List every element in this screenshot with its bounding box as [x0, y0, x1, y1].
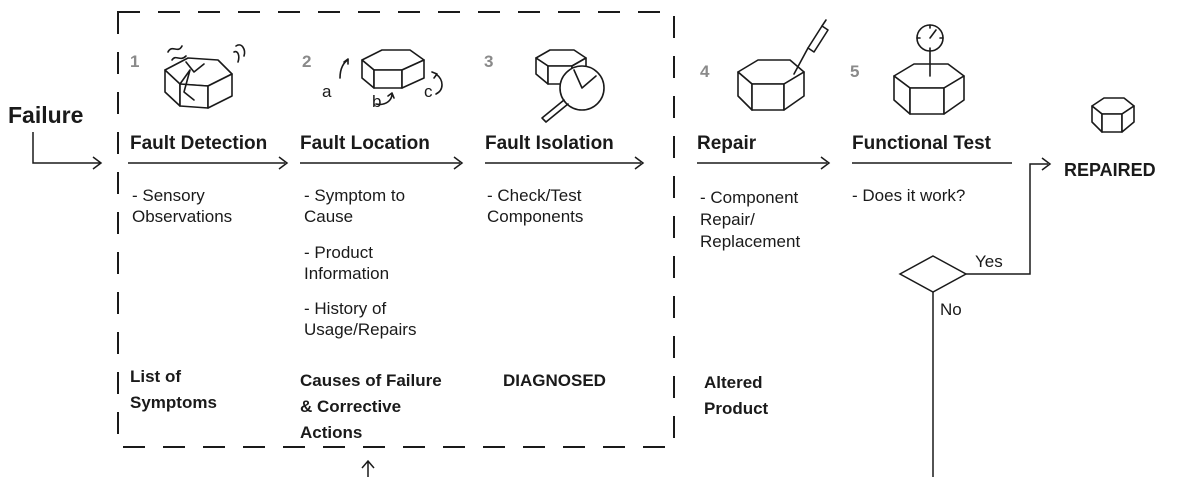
- step-4-detail: - Component: [700, 188, 799, 207]
- step-2-detail: - History of: [304, 299, 387, 318]
- yes-arrowhead: [1041, 157, 1052, 171]
- step-2-detail: - Symptom to: [304, 186, 406, 205]
- step-2-detail: Usage/Repairs: [304, 320, 417, 339]
- process-arrows: [128, 156, 1012, 170]
- yes-label: Yes: [975, 252, 1003, 271]
- step-1-title: Fault Detection: [130, 133, 268, 154]
- rotating-block-icon: [339, 49, 443, 106]
- step-4-output: Altered: [704, 373, 763, 392]
- step-1-output: List of: [130, 367, 181, 386]
- step-2-detail: Cause: [304, 207, 354, 226]
- step-1-detail: Observations: [132, 207, 233, 226]
- step-2-title: Fault Location: [300, 133, 430, 154]
- step-4-title: Repair: [697, 133, 757, 154]
- step-1-output: Symptoms: [130, 393, 217, 412]
- step-3-detail: Components: [487, 207, 584, 226]
- step-1-number: 1: [130, 52, 140, 71]
- step-3-output: DIAGNOSED: [503, 371, 606, 390]
- diagnosis-boundary: [117, 11, 675, 448]
- gauge-block-icon: [893, 24, 965, 115]
- magnifier-block-icon: [535, 49, 605, 123]
- step-2-number: 2: [302, 52, 312, 71]
- step-5-detail: - Does it work?: [852, 186, 966, 205]
- step-3-number: 3: [484, 52, 494, 71]
- yes-branch: [966, 163, 1048, 275]
- step-2-output: & Corrective: [300, 397, 402, 416]
- step-5-number: 5: [850, 62, 860, 81]
- block-icon: [1091, 97, 1135, 133]
- failure-arrowhead: [92, 156, 103, 170]
- step-3-detail: - Check/Test: [487, 186, 582, 205]
- broken-block-icon: [164, 44, 246, 109]
- step-4-detail: Repair/: [700, 210, 755, 229]
- step-3-title: Fault Isolation: [485, 133, 614, 154]
- step-2-output: Actions: [300, 423, 363, 442]
- step-4-detail: Replacement: [700, 232, 801, 251]
- step-1-detail: - Sensory: [132, 186, 205, 205]
- failure-label: Failure: [8, 102, 84, 128]
- icon-label-a: a: [322, 82, 332, 101]
- feedback-up-arrow: [361, 459, 375, 477]
- failure-arrow: [32, 132, 100, 164]
- step-5-title: Functional Test: [852, 133, 991, 154]
- icon-label-c: c: [424, 82, 433, 101]
- no-label: No: [940, 300, 962, 319]
- icon-label-b: b: [372, 92, 382, 111]
- step-2-detail: - Product: [304, 243, 373, 262]
- step-4-number: 4: [700, 62, 710, 81]
- step-2-output: Causes of Failure: [300, 371, 442, 390]
- step-4-output: Product: [704, 399, 769, 418]
- decision-diamond: [898, 255, 968, 293]
- repaired-label: REPAIRED: [1064, 160, 1156, 180]
- step-2-detail: Information: [304, 264, 390, 283]
- screwdriver-block-icon: [737, 19, 829, 111]
